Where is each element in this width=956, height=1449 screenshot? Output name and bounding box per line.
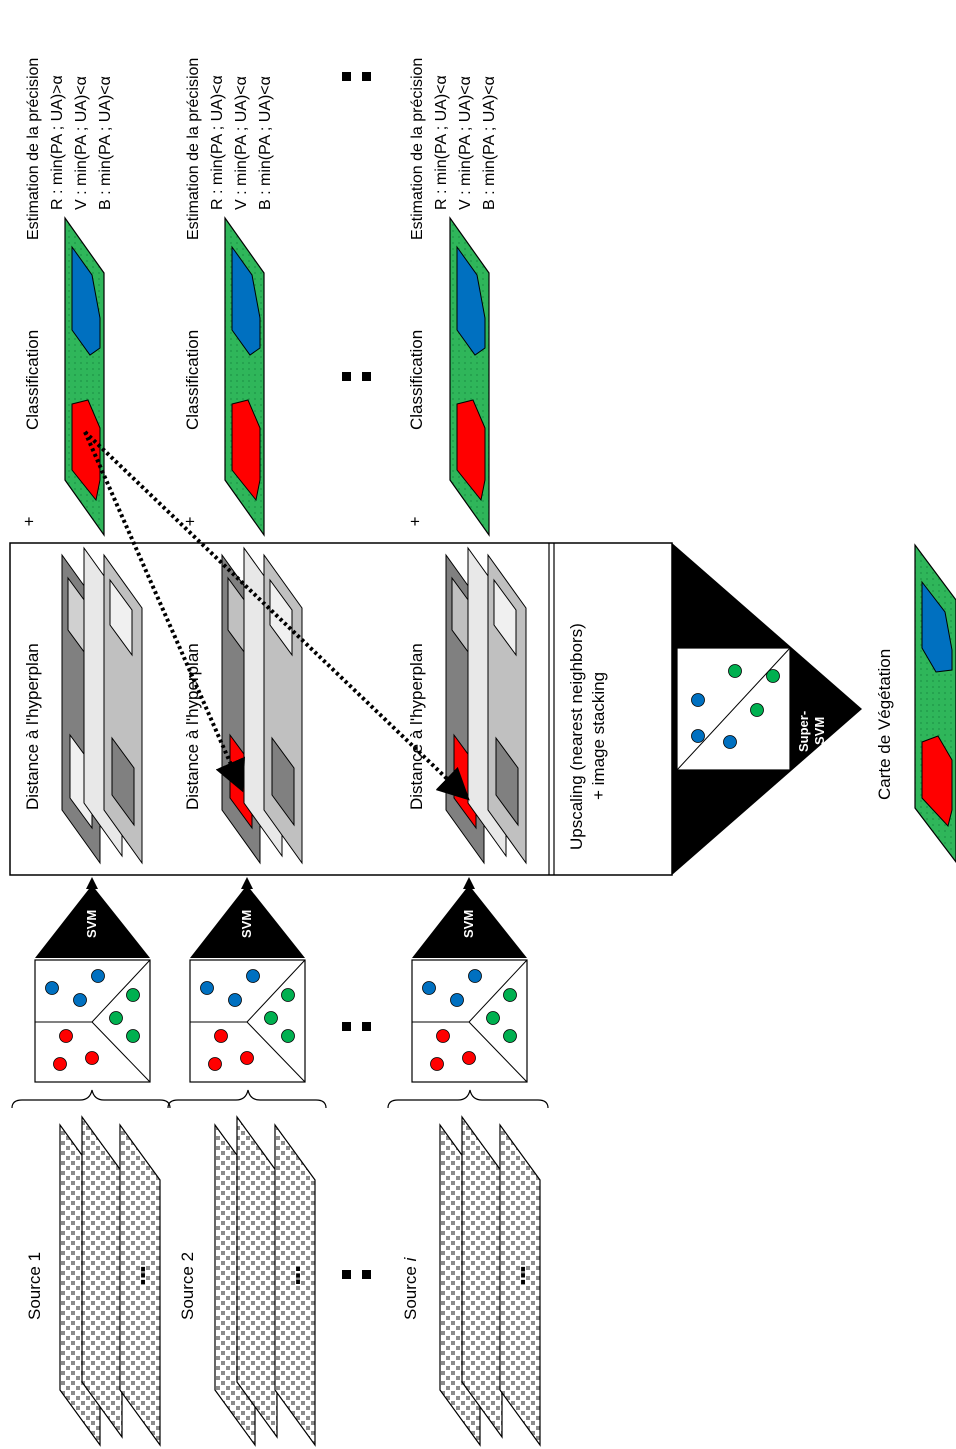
- source-1-label: Source 1: [25, 1252, 44, 1320]
- accuracy-block-2: Estimation de la précision R : min(PA ; …: [185, 58, 274, 240]
- ellipsis-dots: ⋮: [287, 1263, 309, 1288]
- accuracy-title: Estimation de la précision: [25, 58, 42, 240]
- distance-stack-1: [61, 546, 143, 865]
- classification-map-2: [224, 216, 265, 537]
- distance-label-3: Distance à l'hyperplan: [407, 643, 426, 810]
- vegetation-map-label: Carte de Végétation: [875, 649, 894, 800]
- accuracy-row-r: R : min(PA ; UA)<α: [433, 75, 450, 210]
- plus-sign-2: +: [185, 512, 195, 531]
- source-stack-2: ⋮: [214, 1115, 316, 1447]
- classification-map-1: [64, 216, 105, 537]
- accuracy-row-v: V : min(PA ; UA)<α: [457, 76, 474, 210]
- accuracy-row-b: B : min(PA ; UA)<α: [481, 76, 498, 210]
- source-2-label: Source 2: [178, 1252, 197, 1320]
- plus-sign-3: +: [410, 512, 420, 531]
- super-svm-label-line1: Super-: [796, 711, 811, 752]
- ellipsis-dots: ⋮: [512, 1263, 534, 1288]
- distance-stack-3: [445, 546, 527, 865]
- plus-sign-1: +: [24, 512, 34, 531]
- svm-label: SVM: [239, 910, 254, 938]
- distance-label-1: Distance à l'hyperplan: [23, 643, 42, 810]
- accuracy-row-v: V : min(PA ; UA)<α: [233, 76, 250, 210]
- distance-stack-2: [221, 546, 303, 865]
- accuracy-title: Estimation de la précision: [409, 58, 426, 240]
- upscaling-label-line1: Upscaling (nearest neighbors): [567, 623, 586, 850]
- super-svm-block: Super- SVM: [672, 543, 862, 875]
- svm-label: SVM: [84, 910, 99, 938]
- grouping-braces: [11, 1089, 549, 1109]
- svm-block-2: SVM: [189, 885, 306, 1083]
- ellipsis-dots: ⋮: [132, 1263, 154, 1288]
- svm-block-1: SVM: [34, 885, 151, 1083]
- classification-label-2: Classification: [183, 330, 202, 430]
- source-stack-1: ⋮: [59, 1115, 161, 1447]
- accuracy-title: Estimation de la précision: [185, 58, 202, 240]
- accuracy-block-1: Estimation de la précision R : min(PA ; …: [25, 58, 114, 240]
- accuracy-row-r: R : min(PA ; UA)>α: [49, 75, 66, 210]
- super-svm-label-line2: SVM: [812, 717, 827, 745]
- classification-map-3: [449, 216, 490, 537]
- classification-label-3: Classification: [407, 330, 426, 430]
- dotted-arrows: [83, 430, 470, 801]
- accuracy-row-b: B : min(PA ; UA)<α: [257, 76, 274, 210]
- upscaling-label-line2: + image stacking: [589, 672, 608, 800]
- classification-label-1: Classification: [23, 330, 42, 430]
- svm-label: SVM: [461, 910, 476, 938]
- source-i-label: Source i: [401, 1256, 420, 1320]
- accuracy-row-r: R : min(PA ; UA)<α: [209, 75, 226, 210]
- svm-block-3: SVM: [411, 885, 528, 1083]
- accuracy-block-3: Estimation de la précision R : min(PA ; …: [409, 58, 498, 240]
- accuracy-row-b: B : min(PA ; UA)<α: [97, 76, 114, 210]
- accuracy-row-v: V : min(PA ; UA)<α: [73, 76, 90, 210]
- source-stack-3: ⋮: [439, 1115, 541, 1447]
- distance-label-2: Distance à l'hyperplan: [183, 643, 202, 810]
- svm-arrows: [86, 877, 475, 889]
- vegetation-map: [914, 543, 956, 863]
